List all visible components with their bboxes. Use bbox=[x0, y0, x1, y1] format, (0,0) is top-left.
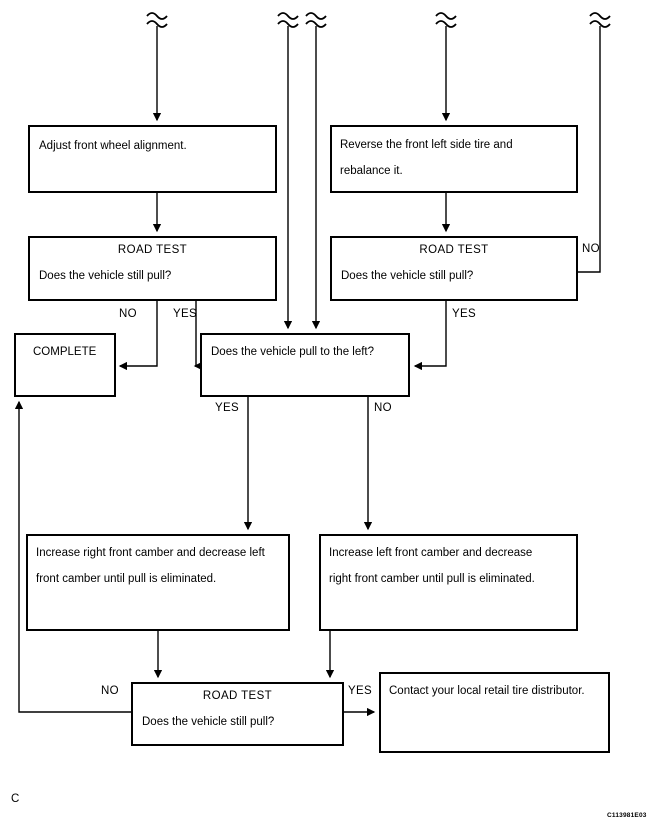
edge-label-road-test-bottom-yes: YES bbox=[348, 685, 372, 697]
node-contact-distributor-text: Contact your local retail tire distribut… bbox=[389, 685, 585, 697]
node-adjust-alignment[interactable]: Adjust front wheel alignment. bbox=[28, 125, 277, 193]
node-camber-left-line2: right front camber until pull is elimina… bbox=[329, 573, 535, 585]
node-camber-left[interactable]: Increase left front camber and decrease … bbox=[319, 534, 578, 631]
edge-label-road-test-left-no: NO bbox=[119, 308, 137, 320]
node-road-test-bottom-title: ROAD TEST bbox=[202, 690, 273, 702]
node-camber-right-line1: Increase right front camber and decrease… bbox=[36, 547, 265, 559]
break-squiggle-group bbox=[146, 12, 611, 28]
node-road-test-left[interactable]: ROAD TEST Does the vehicle still pull? bbox=[28, 236, 277, 301]
node-road-test-right-question: Does the vehicle still pull? bbox=[341, 270, 474, 282]
edge-label-decision-yes: YES bbox=[215, 402, 239, 414]
node-reverse-tire-line2: rebalance it. bbox=[340, 165, 403, 177]
node-pull-left-decision[interactable]: Does the vehicle pull to the left? bbox=[200, 333, 410, 397]
node-road-test-right-title: ROAD TEST bbox=[419, 244, 489, 256]
node-road-test-bottom-question: Does the vehicle still pull? bbox=[142, 716, 275, 728]
node-contact-distributor[interactable]: Contact your local retail tire distribut… bbox=[379, 672, 610, 753]
node-road-test-left-title: ROAD TEST bbox=[117, 244, 188, 256]
node-adjust-alignment-text: Adjust front wheel alignment. bbox=[39, 140, 187, 152]
edge-label-road-test-right-yes: YES bbox=[452, 308, 476, 320]
node-camber-left-line1: Increase left front camber and decrease bbox=[329, 547, 533, 559]
edge-label-road-test-left-yes: YES bbox=[173, 308, 197, 320]
node-complete[interactable]: COMPLETE bbox=[14, 333, 116, 397]
corner-marker-label: C bbox=[11, 793, 20, 805]
node-pull-left-decision-question: Does the vehicle pull to the left? bbox=[211, 346, 375, 358]
node-road-test-bottom[interactable]: ROAD TEST Does the vehicle still pull? bbox=[131, 682, 344, 746]
node-camber-right[interactable]: Increase right front camber and decrease… bbox=[26, 534, 290, 631]
node-reverse-tire[interactable]: Reverse the front left side tire and reb… bbox=[330, 125, 578, 193]
node-reverse-tire-line1: Reverse the front left side tire and bbox=[340, 139, 513, 151]
node-camber-right-line2: front camber until pull is eliminated. bbox=[36, 573, 217, 585]
figure-code-label: C113981E03 bbox=[607, 812, 647, 819]
edge-label-road-test-right-no: NO bbox=[582, 243, 600, 255]
node-road-test-right[interactable]: ROAD TEST Does the vehicle still pull? bbox=[330, 236, 578, 301]
node-complete-text: COMPLETE bbox=[33, 346, 97, 358]
node-road-test-left-question: Does the vehicle still pull? bbox=[39, 270, 172, 282]
edge-label-road-test-bottom-no: NO bbox=[101, 685, 119, 697]
edge-label-decision-no: NO bbox=[374, 402, 392, 414]
